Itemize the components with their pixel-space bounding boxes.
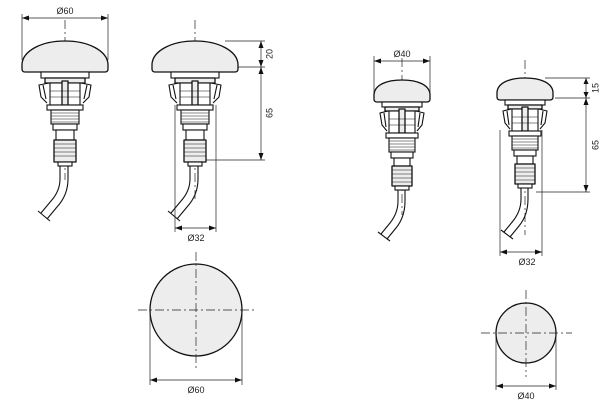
large-head-diameter-label: Ø60: [56, 6, 73, 16]
large-button-top-view: Ø60: [138, 252, 256, 395]
large-button-dimensioned-view: 20 65 Ø32: [151, 20, 274, 243]
head-diameter-dimension: Ø60: [21, 6, 109, 60]
large-head-height-label: 20: [264, 49, 274, 59]
large-body-height-label: 65: [264, 108, 274, 118]
small-head-diameter-dimension: Ø40: [373, 49, 431, 92]
small-head-height-label: 15: [590, 83, 600, 93]
small-button-top-view: Ø40: [481, 290, 572, 401]
small-body-height-label: 65: [590, 140, 600, 150]
large-body-diameter-label: Ø32: [187, 233, 204, 243]
large-button-side-view: Ø60: [21, 6, 109, 222]
small-button-dimensioned-view: 15 65 Ø32: [496, 60, 600, 267]
small-button-side-view: Ø40: [373, 49, 431, 242]
small-head-diameter-label: Ø40: [393, 49, 410, 59]
small-plan-diameter-label: Ø40: [517, 391, 534, 401]
large-plan-diameter-label: Ø60: [187, 385, 204, 395]
small-body-diameter-label: Ø32: [518, 257, 535, 267]
